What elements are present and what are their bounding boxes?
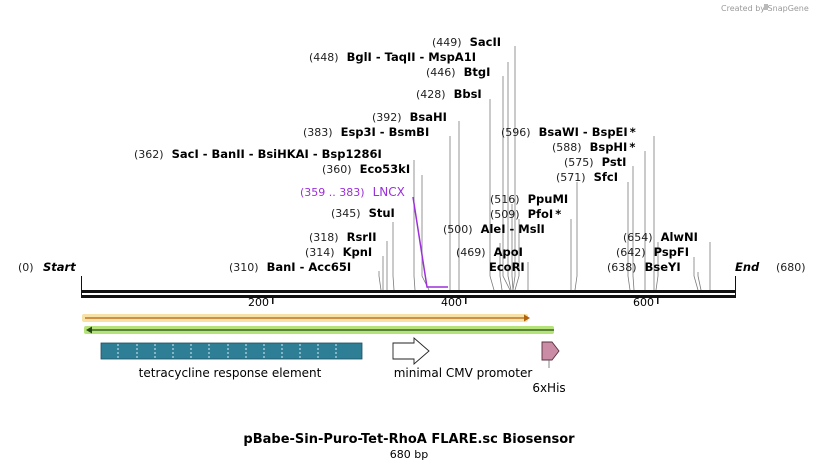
- site-apoi[interactable]: (469)ApoI: [456, 245, 523, 259]
- site-ppumi[interactable]: (516)PpuMI: [490, 192, 568, 206]
- restriction-sites-left: (449)SacII (448)BglI - TaqII - MspA1I (4…: [134, 35, 501, 274]
- site-bbsi[interactable]: (428)BbsI: [416, 87, 482, 101]
- green-reverse-arrow[interactable]: [84, 326, 554, 334]
- site-alwni[interactable]: (654)AlwNI: [623, 230, 698, 244]
- site-sacii[interactable]: (449)SacII: [432, 35, 501, 49]
- site-btgi[interactable]: (446)BtgI: [426, 65, 490, 79]
- tick-label-400: 400: [441, 296, 462, 309]
- start-label: Start: [43, 260, 76, 274]
- lncx-feature[interactable]: [412, 196, 448, 288]
- map-length: 680 bp: [390, 448, 428, 461]
- site-bsphi[interactable]: (588)BspHI*: [552, 140, 635, 154]
- dna-backbone[interactable]: [81, 276, 736, 298]
- site-eco53ki[interactable]: (360)Eco53kI: [322, 162, 410, 176]
- sequence-end: End (680): [735, 260, 806, 274]
- site-pspfi[interactable]: (642)PspFI: [616, 245, 689, 259]
- scale-ticks: 200 400 600: [248, 296, 659, 309]
- his-label: 6xHis: [532, 381, 565, 395]
- site-esp3i-bsmbi[interactable]: (383)Esp3I - BsmBI: [303, 125, 429, 139]
- sequence-start: (0) Start: [18, 260, 76, 274]
- tre-label: tetracycline response element: [139, 366, 322, 380]
- site-bsawi-bspei[interactable]: (596)BsaWI - BspEI*: [501, 125, 636, 139]
- site-pfoi[interactable]: (509)PfoI*: [490, 207, 561, 221]
- restriction-sites-right: (596)BsaWI - BspEI* (588)BspHI* (575)Pst…: [443, 125, 698, 274]
- site-rsrii[interactable]: (318)RsrII: [309, 230, 377, 244]
- site-stui[interactable]: (345)StuI: [331, 206, 395, 220]
- site-bseyi[interactable]: (638)BseYI: [607, 260, 681, 274]
- site-saci-banii-bsihkai-bsp1286i[interactable]: (362)SacI - BanII - BsiHKAI - Bsp1286I: [134, 147, 382, 161]
- site-bgli-taqii-mspa1i[interactable]: (448)BglI - TaqII - MspA1I: [309, 50, 476, 64]
- his-tag-arrow[interactable]: [541, 341, 560, 361]
- site-sfci[interactable]: (571)SfcI: [556, 170, 618, 184]
- site-bsahi[interactable]: (392)BsaHI: [372, 110, 447, 124]
- cmv-promoter-arrow[interactable]: [392, 337, 430, 365]
- end-position: (680): [776, 261, 806, 274]
- site-bani-acc65i[interactable]: (310)BanI - Acc65I: [229, 260, 351, 274]
- start-position: (0): [18, 261, 34, 274]
- tick-label-600: 600: [633, 296, 654, 309]
- site-alei-msli[interactable]: (500)AleI - MslI: [443, 222, 545, 236]
- map-title: pBabe-Sin-Puro-Tet-RhoA FLARE.sc Biosens…: [243, 432, 575, 447]
- site-psti[interactable]: (575)PstI: [564, 155, 626, 169]
- site-kpni[interactable]: (314)KpnI: [305, 245, 372, 259]
- cmv-label: minimal CMV promoter: [394, 366, 533, 380]
- site-ecori[interactable]: EcoRI: [489, 260, 525, 274]
- snapgene-logo-icon: [764, 4, 768, 10]
- orange-forward-arrow[interactable]: [82, 314, 530, 322]
- leader-lines: [378, 46, 711, 291]
- tre-feature[interactable]: [100, 342, 363, 360]
- end-label: End: [735, 260, 760, 274]
- tick-label-200: 200: [248, 296, 269, 309]
- feature-label-lncx[interactable]: (359 .. 383)LNCX: [300, 185, 405, 199]
